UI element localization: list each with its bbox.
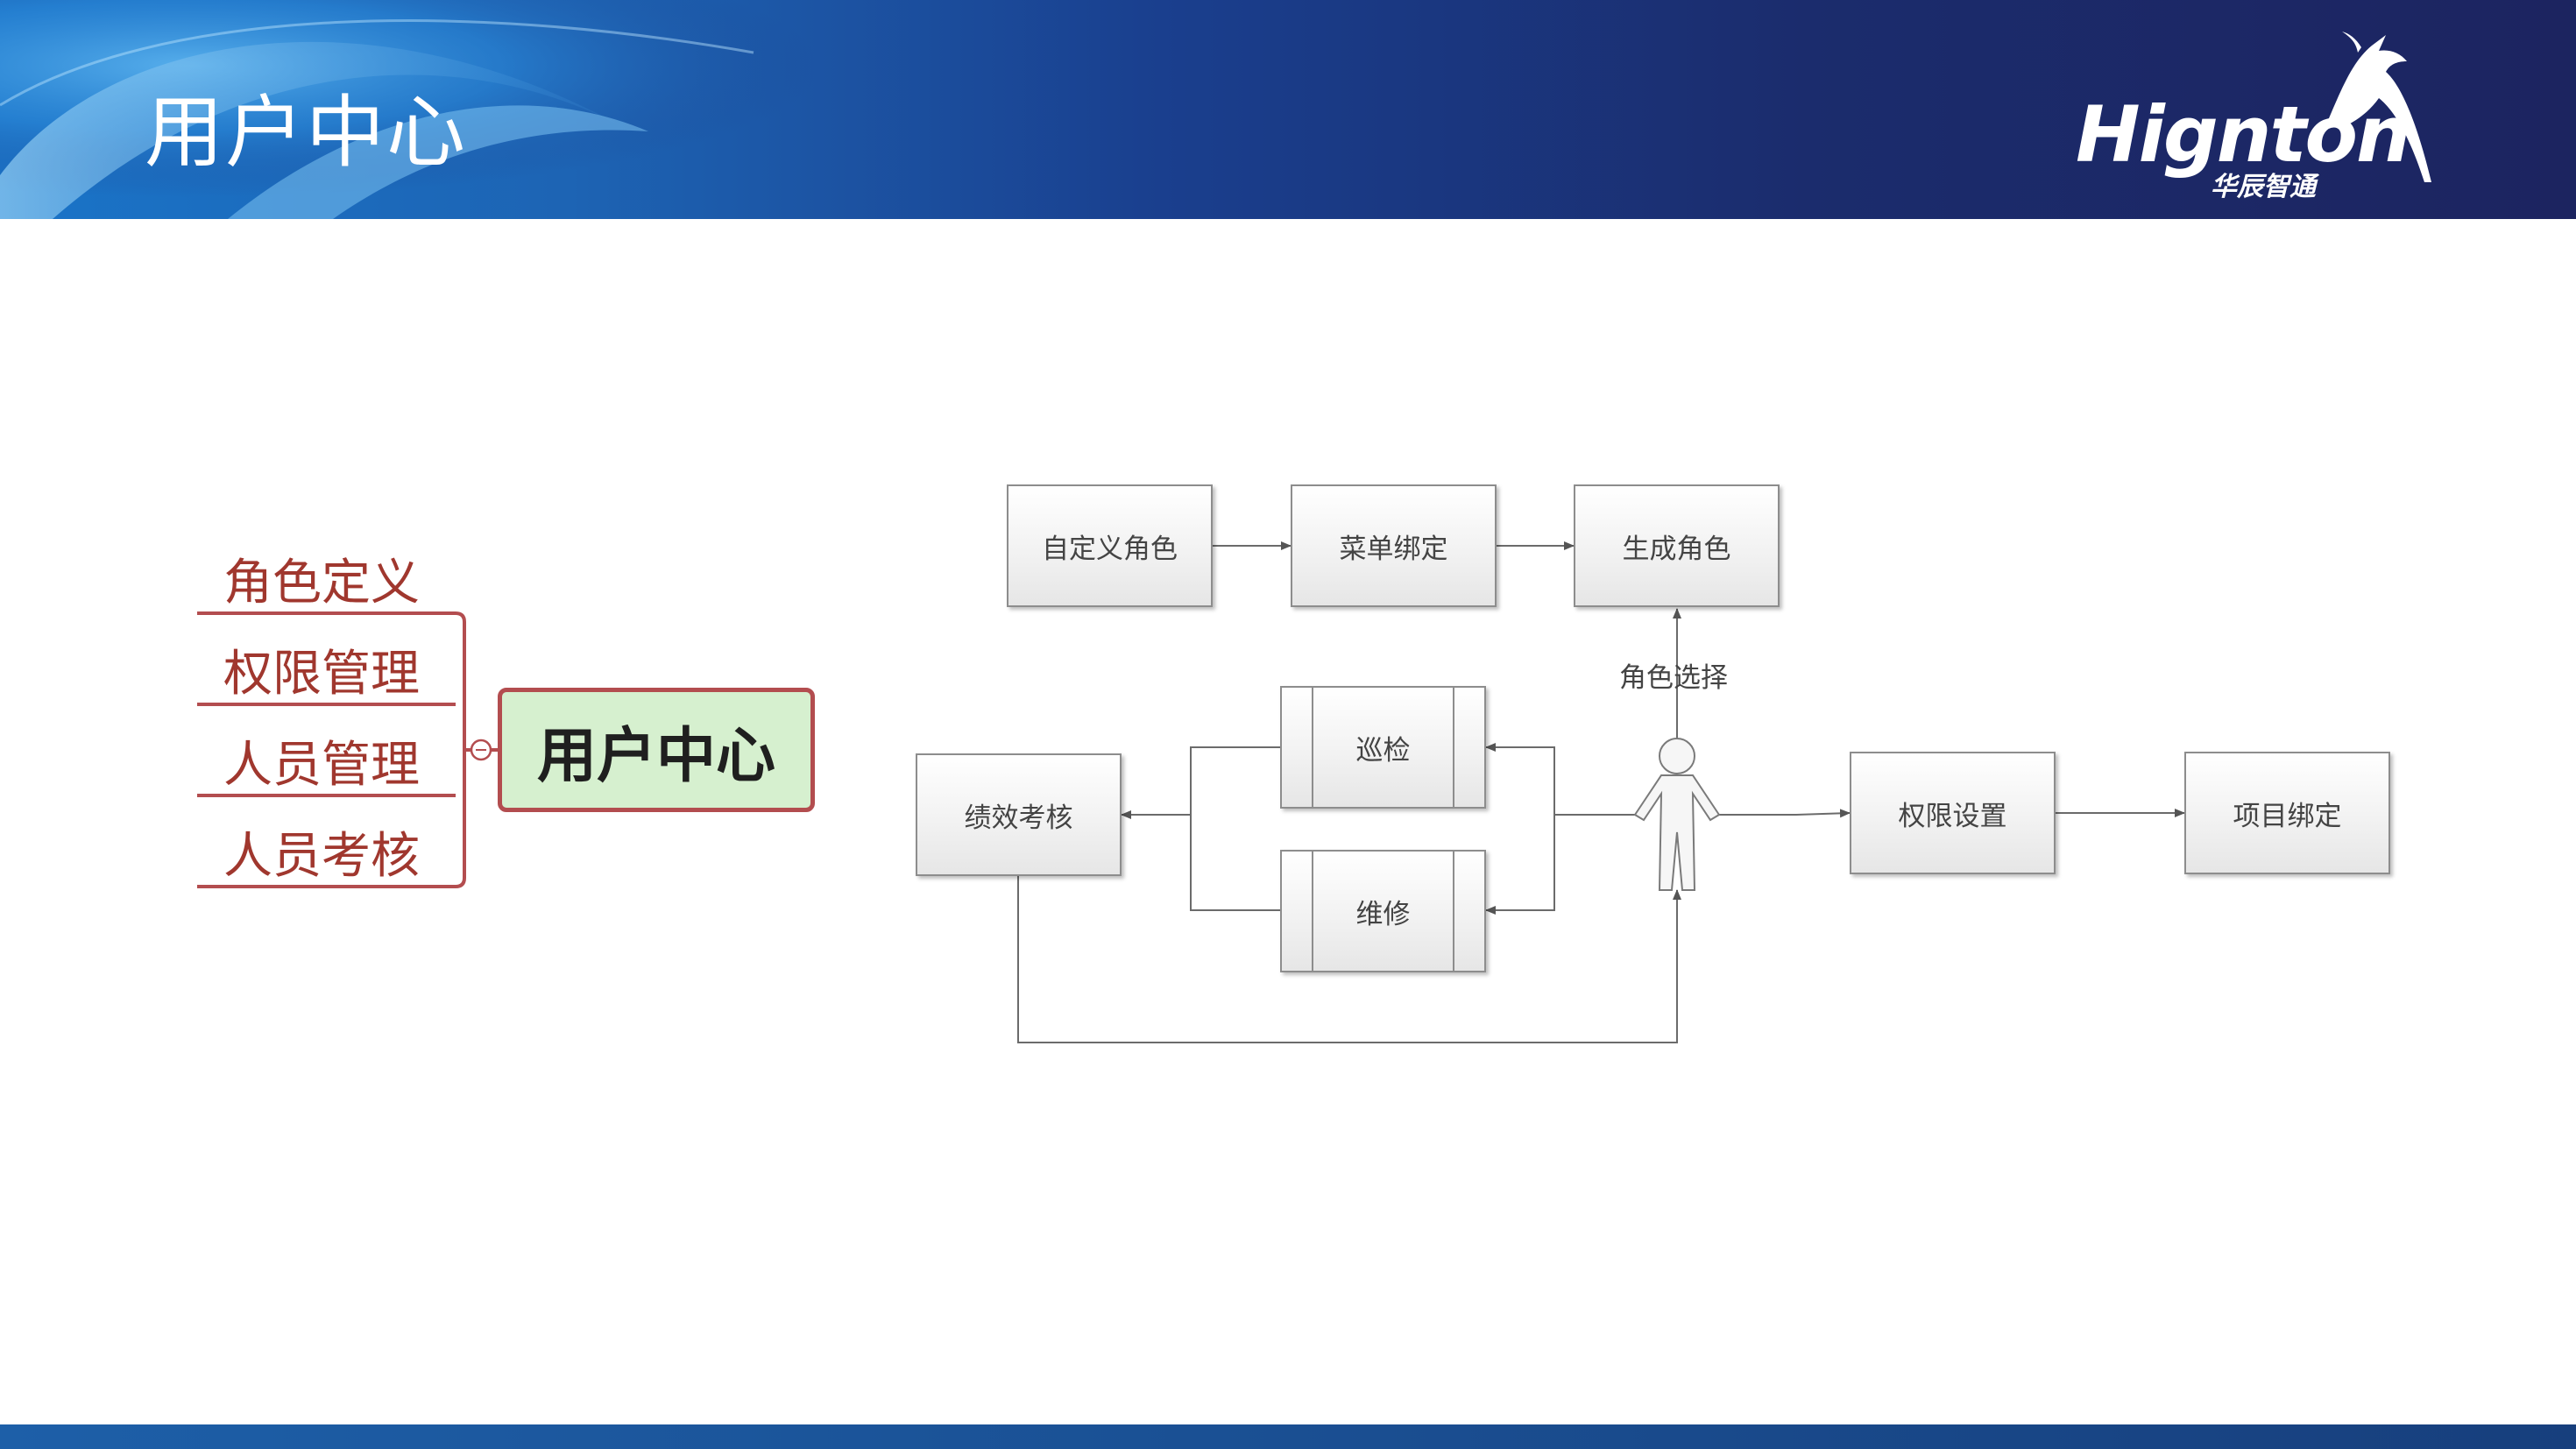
node-inspection: 巡检	[1280, 686, 1486, 809]
edge-label-role-select: 角色选择	[1619, 662, 1728, 694]
logo-wordmark: Hignton	[2076, 89, 2411, 180]
node-permission-settings: 权限设置	[1850, 752, 2056, 874]
banner-swoosh	[0, 0, 1051, 219]
antelope-icon	[2326, 32, 2431, 182]
mindmap-item-personnel-management: 人员管理	[223, 737, 420, 794]
process-divider-left	[1312, 852, 1313, 971]
node-menu-binding: 菜单绑定	[1291, 484, 1497, 607]
node-inspection-label: 巡检	[1355, 734, 1411, 767]
node-repair-label: 维修	[1355, 898, 1411, 930]
node-generate-role: 生成角色	[1574, 484, 1780, 607]
node-custom-role: 自定义角色	[1007, 484, 1213, 607]
mindmap-central-topic: 用户中心	[498, 688, 815, 812]
process-divider-right	[1453, 852, 1454, 971]
node-project-binding: 项目绑定	[2184, 752, 2390, 874]
logo-subtext: 华辰智通	[2211, 172, 2316, 202]
mindmap-item-role-definition: 角色定义	[223, 555, 420, 611]
process-divider-left	[1312, 688, 1313, 807]
header-banner: 用户中心 Hignton 华辰智通	[0, 0, 2576, 219]
mindmap-item-personnel-assessment: 人员考核	[223, 828, 420, 885]
mindmap-item-permission-management: 权限管理	[223, 646, 420, 703]
company-logo: Hignton 华辰智通	[2063, 26, 2449, 202]
node-repair: 维修	[1280, 850, 1486, 972]
node-performance-review: 绩效考核	[916, 753, 1122, 876]
process-divider-right	[1453, 688, 1454, 807]
actor-icon	[1633, 738, 1721, 891]
page-title: 用户中心	[145, 87, 467, 179]
footer-bar	[0, 1424, 2576, 1449]
